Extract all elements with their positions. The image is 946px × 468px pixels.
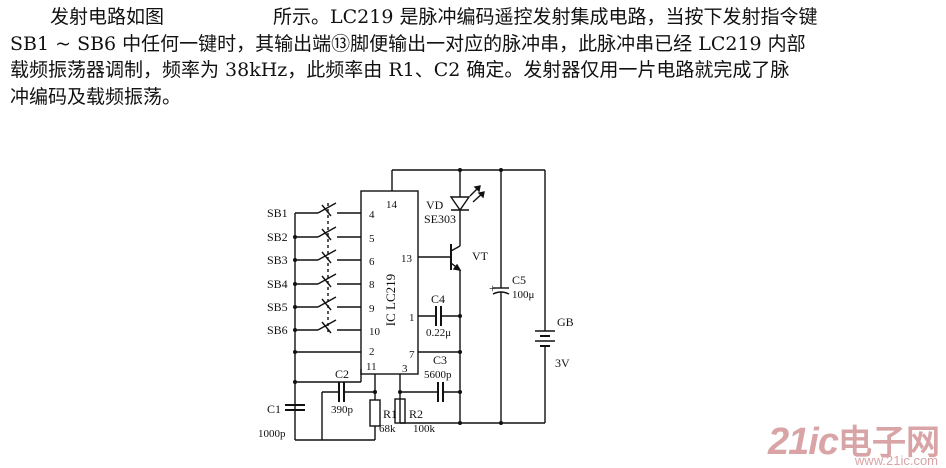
pin-2: 2 [369, 346, 375, 358]
pin-4: 4 [369, 209, 375, 221]
pin-13: 13 [401, 253, 413, 265]
pin-1: 1 [409, 312, 415, 324]
line-1-start: 发射电路如图 [50, 6, 165, 28]
c3-name: C3 [433, 353, 447, 367]
c5-name: C5 [512, 273, 526, 287]
pin-6: 6 [369, 256, 375, 268]
label-sb2: SB2 [267, 230, 288, 244]
c4-name: C4 [431, 292, 445, 306]
pin-8: 8 [369, 279, 375, 291]
pin-10: 10 [369, 326, 381, 338]
pin-7: 7 [409, 349, 415, 361]
line-1-end: 所示。LC219 是脉冲编码遥控发射集成电路，当按下发射指令键 [273, 6, 818, 28]
r2-resistor [394, 398, 406, 424]
label-sb5: SB5 [267, 300, 288, 314]
watermark-chinese: 电子网 [838, 424, 940, 462]
pin-9: 9 [369, 303, 375, 315]
battery-value: 3V [555, 356, 570, 370]
battery-name: GB [557, 315, 574, 329]
label-sb3: SB3 [267, 253, 288, 267]
switch-nodes [293, 235, 297, 354]
r1-value: 68k [379, 423, 396, 435]
c1-value: 1000p [258, 428, 286, 440]
watermark-domain: www.21ic.com [854, 453, 938, 468]
ic-body [360, 190, 419, 375]
line-1: 发射电路如图 所示。LC219 是脉冲编码遥控发射集成电路，当按下发射指令键 [10, 4, 938, 31]
c5-plus: + [489, 281, 496, 295]
ic-pin-numbers: 4 5 6 8 9 10 2 11 14 13 1 7 3 [366, 199, 415, 375]
line-3: 载频振荡器调制，频率为 38kHz，此频率由 R1、C2 确定。发射器仅用一片电… [10, 59, 790, 81]
ic-label: IC LC219 [383, 274, 398, 326]
c2-value: 390p [331, 404, 354, 416]
description-paragraph: 发射电路如图 所示。LC219 是脉冲编码遥控发射集成电路，当按下发射指令键 SB… [10, 4, 938, 110]
pin-5: 5 [369, 233, 375, 245]
c5-value: 100μ [512, 289, 535, 301]
switch-labels: SB1 SB2 SB3 SB4 SB5 SB6 [267, 206, 288, 337]
line-2: SB1 ~ SB6 中任何一键时，其输出端⑬脚便输出一对应的脉冲串，此脉冲串已经… [10, 32, 806, 55]
label-sb4: SB4 [267, 277, 288, 291]
transistor-label: VT [472, 249, 489, 263]
led-emission-arrows [469, 185, 485, 203]
pin-3: 3 [402, 363, 408, 375]
led-name: VD [426, 198, 444, 212]
pin-14: 14 [386, 199, 398, 211]
label-sb6: SB6 [267, 323, 288, 337]
line-4: 冲编码及载频振荡。 [10, 85, 182, 108]
c4-value: 0.22μ [426, 327, 451, 339]
led-part: SE303 [424, 212, 456, 226]
c3-value: 5600p [424, 369, 452, 381]
r2-value: 100k [413, 423, 436, 435]
label-sb1: SB1 [267, 206, 288, 220]
switch-rows [295, 202, 361, 334]
pin-11: 11 [366, 361, 377, 373]
watermark-logo: 21ic电子网 www.21ic.com [768, 415, 940, 468]
r2-name: R2 [409, 407, 423, 421]
c1-name: C1 [267, 402, 281, 416]
led-symbol [449, 196, 471, 212]
c2-name: C2 [335, 367, 349, 381]
watermark-number: 21ic [768, 421, 839, 463]
r1-name: R1 [383, 407, 397, 421]
